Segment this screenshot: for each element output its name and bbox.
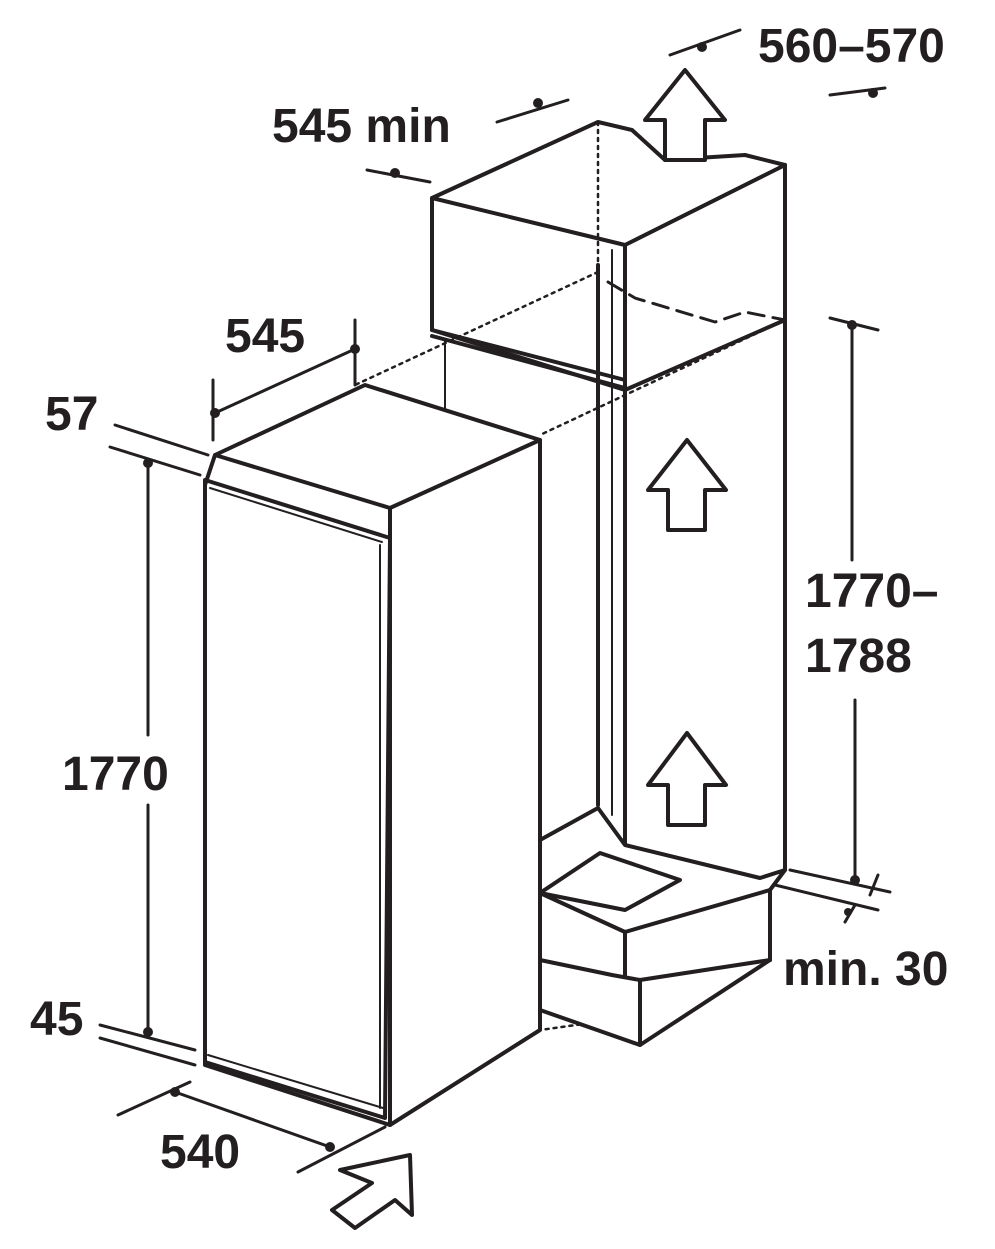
niche-depth-label: 545 min [272,100,451,153]
appliance-depth-label: 545 [225,310,305,363]
appliance-body [203,383,542,1127]
niche-height-label: 1770– 1788 [805,565,952,683]
dimension-lines [98,28,892,1174]
cabinet-plinth [538,806,787,1047]
plinth-gap-label: min. 30 [783,943,948,996]
airflow-arrow-up-icon [646,731,728,827]
niche-cabinet [353,120,787,1047]
niche-width-label: 560–570 [758,20,945,73]
airflow-arrow-up-icon [643,68,727,162]
airflow-arrow-up-icon [646,438,728,532]
niche-height-line1: 1770– [805,565,938,618]
door-offset-bottom-label: 45 [30,993,83,1046]
niche-height-line2: 1788 [805,630,912,683]
appliance-height-label: 1770 [62,748,169,801]
appliance-door [203,478,392,1120]
door-offset-top-label: 57 [45,388,98,441]
cabinet-shelf-strip [430,328,627,390]
appliance-width-label: 540 [160,1126,240,1179]
insertion-arrow-icon [330,1153,414,1230]
ventilation-dashed-line [606,280,787,324]
